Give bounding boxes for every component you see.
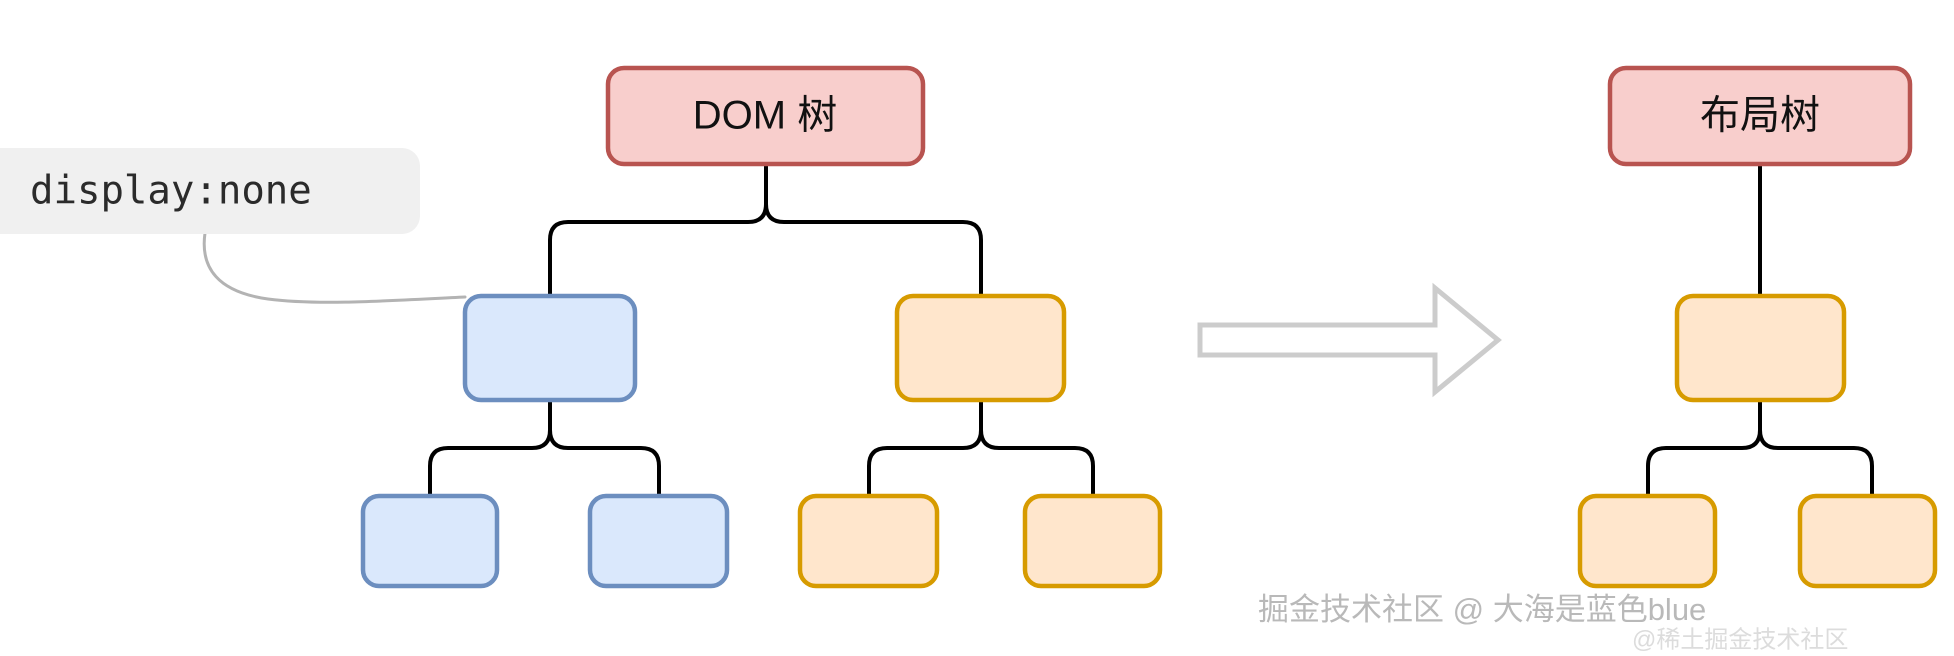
layout-root-rect	[1607, 65, 1913, 167]
watermark: 掘金技术社区 @ 大海是蓝色blue @稀土掘金技术社区	[1258, 592, 1848, 653]
layout-root-label: 布局树	[1700, 94, 1820, 138]
dom-root-label: DOM 树	[693, 94, 837, 138]
dom-child-orange-rect[interactable]	[894, 293, 1067, 403]
connector-layout-left	[1646, 398, 1762, 498]
layout-leaf-orange-2-rect[interactable]	[1797, 493, 1938, 589]
layout-child-orange-rect[interactable]	[1674, 293, 1847, 403]
connector-layout-right	[1758, 428, 1874, 498]
dom-leaf-blue-1-rect[interactable]	[360, 493, 500, 589]
connector-dom-blue-left	[428, 398, 552, 498]
callout-text: display:none	[30, 169, 312, 214]
connector-dom-orange-right	[979, 428, 1095, 498]
watermark-main-text: 掘金技术社区 @ 大海是蓝色blue	[1258, 592, 1706, 627]
layout-tree-nodes: 布局树	[1577, 65, 1938, 589]
connector-dom-orange-left	[867, 398, 983, 498]
callout-connector-line	[202, 231, 467, 304]
dom-child-blue-rect[interactable]	[462, 293, 638, 403]
layout-tree-connectors	[1646, 162, 1874, 498]
dom-root-node[interactable]: DOM 树	[605, 65, 926, 167]
dom-tree-nodes: DOM 树	[360, 65, 1163, 589]
connector-dom-root-split	[548, 162, 768, 298]
dom-root-rect	[605, 65, 926, 167]
callout-box	[0, 148, 420, 234]
dom-leaf-orange-2-rect[interactable]	[1022, 493, 1163, 589]
connector-dom-blue-right	[548, 428, 661, 498]
connector-dom-root-split-right	[764, 202, 983, 298]
watermark-sub-text: @稀土掘金技术社区	[1632, 626, 1848, 653]
dom-leaf-blue-2-rect[interactable]	[587, 493, 730, 589]
transform-arrow-icon	[1197, 282, 1502, 398]
layout-root-node[interactable]: 布局树	[1607, 65, 1913, 167]
layout-leaf-orange-1-rect[interactable]	[1577, 493, 1718, 589]
dom-tree-connectors	[428, 162, 1095, 498]
dom-leaf-orange-1-rect[interactable]	[797, 493, 940, 589]
display-none-callout: display:none	[0, 148, 420, 234]
